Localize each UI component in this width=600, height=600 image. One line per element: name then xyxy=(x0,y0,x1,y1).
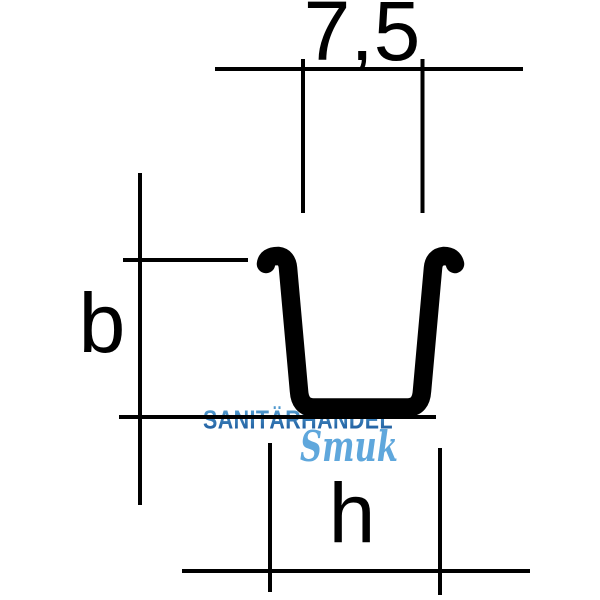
watermark: SANITÄRHANDEL Smuk xyxy=(203,407,398,472)
dimension-label-height-b: b xyxy=(79,276,126,370)
u-channel-profile-section xyxy=(256,246,465,417)
dimension-label-width-h: h xyxy=(329,466,376,560)
watermark-text-sanitaerhandel: SANITÄRHANDEL xyxy=(203,407,393,435)
dimension-lines xyxy=(119,59,530,595)
dimension-label-top-width: 7,5 xyxy=(304,0,421,78)
watermark-text-smuk: Smuk xyxy=(300,422,398,471)
